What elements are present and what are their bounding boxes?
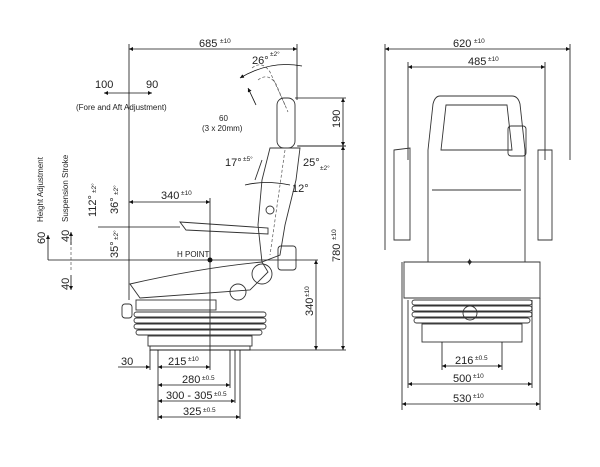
dim-216: 216 [455, 355, 473, 367]
dim-215-tol: ±10 [188, 356, 199, 363]
headrest [276, 97, 296, 149]
headrest-angle-arc [239, 64, 303, 79]
left-armrest [393, 147, 411, 241]
height-adjustment-label: Height Adjustment [36, 156, 45, 222]
armrest-angle-b-tol: ±2° [112, 185, 120, 195]
headrest-angle: 26° [252, 55, 269, 67]
suspension-up-value: 40 [60, 230, 72, 242]
fore-value: 100 [95, 79, 113, 91]
dim-500: 500 [453, 373, 471, 385]
backrest-angle-c: 12° [292, 183, 309, 195]
h-point-marker [207, 257, 213, 263]
dim-340-height: 340 [304, 298, 316, 316]
headrest-adjust-arrow [247, 87, 257, 106]
backrest-angle-b: 25° [303, 157, 320, 169]
lever [254, 159, 263, 181]
rotation-icon: ✦ [465, 257, 474, 269]
slide-rail [135, 299, 217, 311]
dim-216-tol: ±0.5 [475, 355, 488, 362]
right-armrest [537, 149, 553, 241]
backrest [257, 147, 301, 263]
headrest-front [440, 104, 513, 151]
dim-300-305: 300 - 305 [166, 390, 212, 402]
headrest-adjust-value: 60 [219, 114, 228, 123]
dim-485-tol: ±10 [488, 56, 499, 63]
dim-340-depth: 340 [161, 190, 179, 202]
dim-340-height-tol: ±10 [304, 286, 311, 297]
front-view: 620 ±10 485 ±10 ✦ 216 ±0.5 500 ±10 [384, 38, 571, 410]
armrest-angle-a: 112° [87, 195, 99, 217]
aft-value: 90 [146, 79, 158, 91]
dim-325: 325 [183, 406, 201, 418]
dim-190: 190 [331, 110, 343, 128]
dim-215: 215 [168, 356, 186, 368]
headrest-alt-position [257, 76, 289, 113]
dim-500-tol: ±10 [473, 373, 484, 380]
suspension-bellows [133, 311, 267, 351]
dim-325-tol: ±0.5 [203, 407, 216, 414]
backrest-angle-b-tol: ±2° [320, 164, 330, 172]
dim-620: 620 [453, 38, 471, 50]
adjust-knob [229, 283, 247, 301]
pivot [251, 263, 273, 285]
backrest-angle-a: 17° [225, 157, 242, 169]
weight-knob [121, 303, 133, 319]
armrest-angle-c-tol: ±2° [112, 230, 120, 240]
armrest-angle-a-tol: ±2° [90, 183, 98, 193]
headrest-adjust-detail: (3 x 20mm) [202, 124, 243, 133]
dim-620-tol: ±10 [474, 38, 485, 45]
side-view: 685 ±10 100 90 (Fore and Aft Adjustment)… [36, 38, 346, 420]
dim-530: 530 [453, 393, 471, 405]
backrest-knob [265, 205, 275, 215]
dim-485: 485 [468, 56, 486, 68]
dim-780-tol: ±10 [331, 229, 338, 240]
armrest [179, 221, 269, 235]
height-adjustment-value: 60 [36, 232, 48, 244]
armrest-angle-b: 36° [109, 197, 121, 214]
angle-arc [244, 182, 291, 186]
dim-280: 280 [182, 374, 200, 386]
control-lever [507, 125, 527, 157]
headrest-angle-tol: ±2° [270, 50, 280, 58]
backrest-angle-a-tol: ±5° [243, 155, 253, 163]
backrest-front [427, 95, 526, 263]
dim-340-depth-tol: ±10 [181, 190, 192, 197]
height-knob [462, 305, 478, 321]
suspension-down-value: 40 [60, 278, 72, 290]
dim-685-tol: ±10 [220, 38, 231, 45]
dim-300-305-tol: ±0.5 [214, 391, 227, 398]
suspension-stroke-label: Suspension Stroke [61, 154, 70, 222]
dim-530-tol: ±10 [473, 393, 484, 400]
seat-cushion [129, 261, 269, 299]
dim-685: 685 [199, 38, 217, 50]
h-point-label: H POINT [177, 250, 210, 259]
headrest-alt-position [251, 64, 286, 106]
dim-30: 30 [121, 356, 133, 368]
dim-280-tol: ±0.5 [202, 375, 215, 382]
dim-780: 780 [331, 244, 343, 262]
lumbar-box [277, 245, 297, 271]
backrest-centerline [269, 149, 286, 256]
armrest-angle-c: 35° [109, 241, 121, 258]
fore-aft-label: (Fore and Aft Adjustment) [76, 103, 167, 112]
